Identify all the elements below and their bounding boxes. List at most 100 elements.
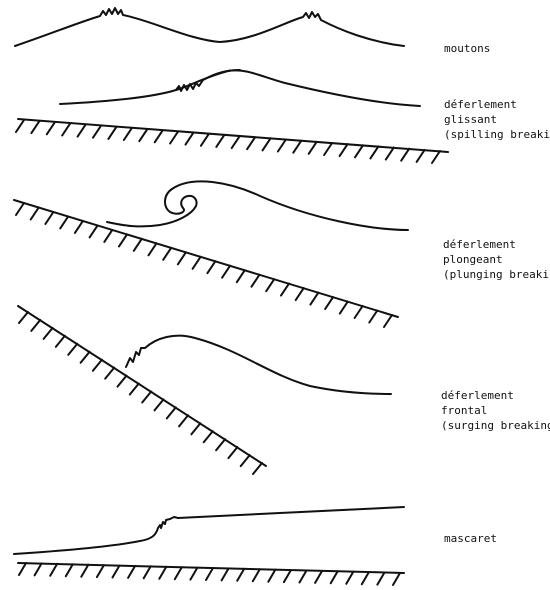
seabed-hatch-mark (138, 128, 149, 143)
seabed-hatch-mark (67, 342, 79, 356)
seabed-hatch-mark (239, 454, 251, 468)
label-surging-line-1: déferlement (441, 389, 514, 402)
seabed-hatch-mark (30, 120, 41, 135)
seabed-hatch-mark (80, 563, 90, 578)
seabed-hatch-mark (354, 144, 364, 159)
seabed-hatch-mark (33, 562, 43, 577)
seabed-hatch-mark (79, 350, 91, 364)
seabed-hatch-mark (261, 137, 272, 152)
label-plunging-line-2: plongeant (443, 253, 503, 266)
spilling-wave-profile (59, 69, 421, 107)
seabed-hatch-mark (392, 572, 401, 586)
label-mascaret-line: mascaret (444, 532, 497, 545)
seabed-hatch-mark (202, 430, 214, 444)
label-surging: déferlement frontal (surging breaking) (441, 388, 550, 433)
seabed-hatch-mark (368, 309, 379, 324)
seabed-hatch-mark (205, 567, 214, 581)
seabed-hatch-mark (400, 147, 411, 162)
seabed-hatch-mark (95, 564, 105, 579)
seabed-hatch-mark (169, 130, 180, 145)
mascaret-seabed-hatching (18, 562, 401, 586)
seabed-hatch-mark (15, 202, 25, 216)
seabed-hatch-mark (107, 125, 118, 140)
seabed-hatch-mark (206, 260, 217, 275)
label-spilling: déferlement glissant (spilling breaking) (444, 97, 550, 142)
seabed-hatch-mark (292, 139, 303, 154)
seabed-hatch-mark (49, 562, 59, 577)
seabed-hatch-mark (184, 131, 195, 146)
seabed-hatch-mark (103, 228, 114, 243)
seabed-hatch-mark (323, 142, 334, 156)
plunging-seabed (13, 199, 399, 318)
label-spilling-line-3: (spilling breaking) (444, 128, 550, 141)
seabed-hatch-mark (162, 246, 173, 261)
seabed-hatch-mark (191, 255, 202, 270)
seabed-hatch-mark (88, 224, 99, 239)
spilling-seabed (17, 118, 449, 153)
seabed-hatch-mark (153, 129, 164, 144)
seabed-hatch-mark (29, 206, 40, 221)
seabed-hatch-mark (91, 358, 103, 372)
seabed-hatch-mark (18, 562, 27, 576)
seabed-hatch-mark (353, 305, 364, 319)
seabed-hatch-mark (267, 568, 277, 583)
seabed-hatch-mark (92, 124, 102, 139)
seabed-hatch-mark (329, 570, 339, 585)
seabed-hatch-mark (251, 568, 261, 583)
seabed-hatch-mark (122, 127, 133, 141)
seabed-hatch-mark (220, 567, 230, 582)
seabed-hatch-mark (18, 311, 29, 324)
spilling-seabed-hatching (15, 119, 441, 164)
seabed-hatch-mark (158, 565, 168, 580)
seabed-hatch-mark (44, 211, 55, 225)
seabed-hatch-mark (282, 569, 292, 584)
seabed-hatch-mark (265, 278, 276, 293)
seabed-hatch-mark (376, 571, 386, 586)
seabed-hatch-mark (76, 123, 87, 138)
seabed-hatch-mark (338, 143, 349, 158)
label-moutons-line: moutons (444, 42, 491, 55)
seabed-hatch-mark (236, 567, 246, 582)
mascaret-water-surface (13, 506, 405, 555)
seabed-hatch-mark (369, 145, 380, 160)
seabed-hatch-mark (309, 291, 320, 306)
seabed-hatch-mark (132, 237, 143, 252)
seabed-hatch-mark (276, 138, 287, 153)
seabed-hatch-mark (384, 146, 395, 161)
seabed-hatch-mark (45, 121, 56, 136)
seabed-hatch-mark (298, 569, 308, 584)
label-plunging-line-3: (plunging breaking) (443, 268, 550, 281)
surging-seabed-hatching (18, 311, 263, 475)
seabed-hatch-mark (307, 140, 318, 155)
plunging-wave-profile (106, 180, 409, 231)
seabed-hatch-mark (345, 570, 355, 585)
seabed-hatch-mark (118, 233, 128, 248)
seabed-hatch-mark (127, 564, 137, 579)
seabed-hatch-mark (111, 564, 121, 579)
mascaret-seabed (17, 562, 405, 574)
spilling-wave-foam (175, 69, 241, 92)
seabed-hatch-mark (54, 334, 66, 348)
seabed-hatch-mark (215, 438, 227, 452)
label-moutons: moutons (444, 41, 490, 56)
seabed-hatch-mark (415, 148, 426, 163)
label-surging-line-2: frontal (441, 404, 488, 417)
seabed-hatch-mark (189, 566, 199, 581)
seabed-hatch-mark (30, 318, 42, 332)
seabed-hatch-mark (252, 462, 263, 475)
label-surging-line-3: (surging breaking) (441, 419, 550, 432)
seabed-hatch-mark (147, 242, 158, 257)
seabed-hatch-mark (176, 251, 187, 266)
label-mascaret: mascaret (444, 531, 497, 546)
seabed-hatch-mark (431, 150, 441, 164)
seabed-hatch-mark (116, 374, 128, 388)
seabed-hatch-mark (42, 326, 54, 340)
seabed-hatch-mark (338, 300, 349, 315)
label-spilling-line-2: glissant (444, 113, 497, 126)
seabed-hatch-mark (190, 422, 202, 436)
seabed-hatch-mark (59, 215, 70, 230)
seabed-hatch-mark (142, 565, 152, 580)
seabed-hatch-mark (294, 287, 305, 302)
